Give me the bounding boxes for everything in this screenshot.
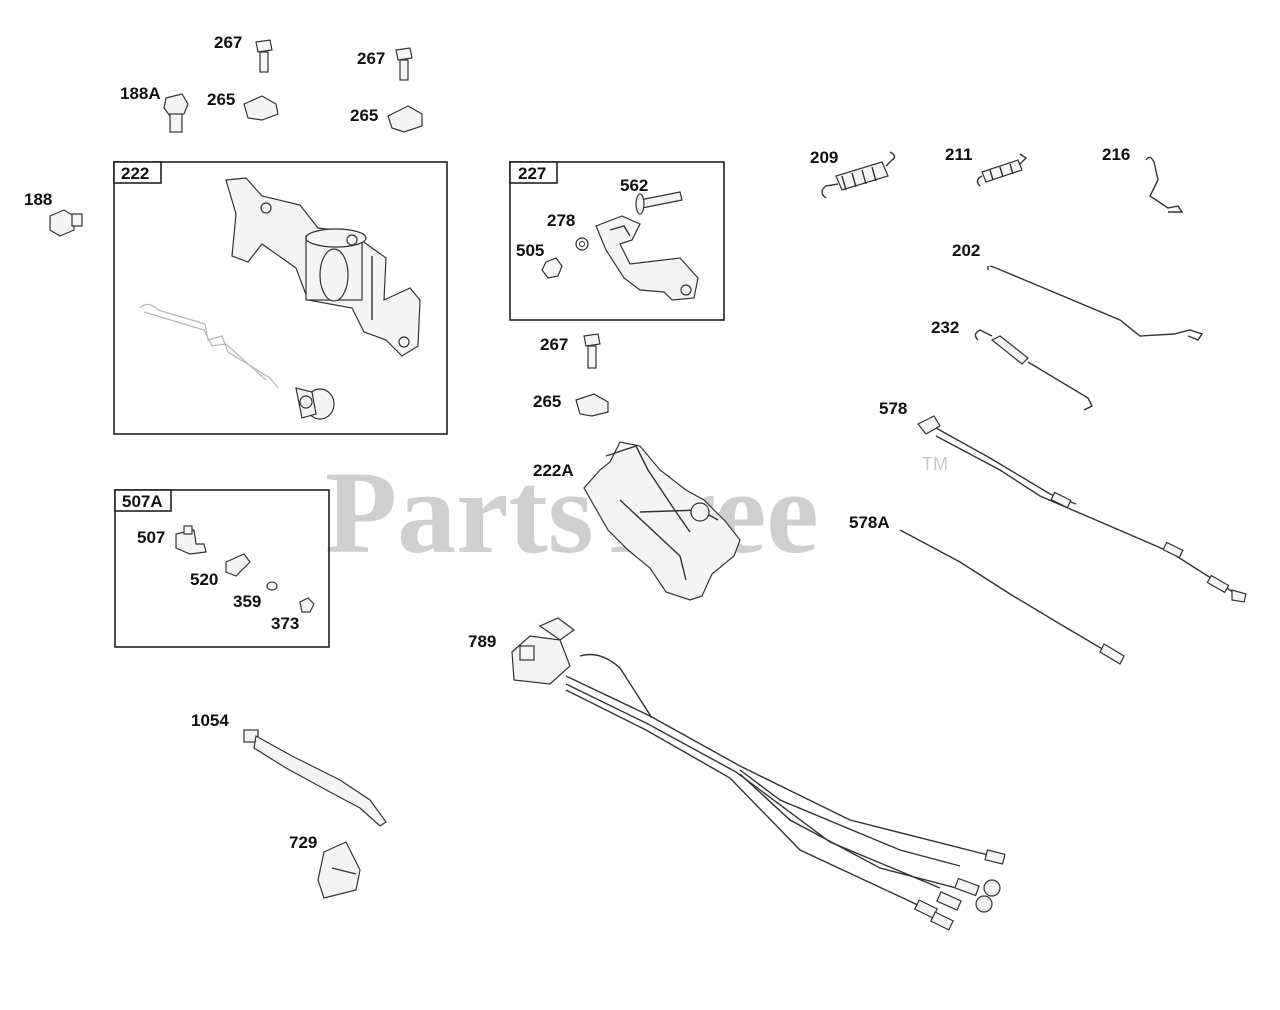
- part-222A-control-plate: [583, 441, 741, 601]
- part-232-spring: [974, 329, 1093, 411]
- label-562: 562: [620, 176, 648, 195]
- watermark: PartsTree: [325, 447, 819, 578]
- part-267-screw-c: [583, 333, 601, 369]
- label-789: 789: [468, 632, 496, 651]
- part-227-bracket: [595, 215, 699, 301]
- label-267: 267: [214, 33, 242, 52]
- label-505: 505: [516, 241, 544, 260]
- label-188: 188: [24, 190, 52, 209]
- watermark-trademark: TM: [922, 454, 948, 474]
- label-202: 202: [952, 241, 980, 260]
- part-222-wire: [139, 303, 279, 389]
- part-211-spring: [976, 153, 1028, 187]
- part-789-wiring-harness: [511, 617, 1006, 931]
- part-1054-cable-tie: [243, 729, 387, 827]
- label-578A: 578A: [849, 513, 890, 532]
- part-562-pin: [635, 191, 683, 215]
- part-265-clip-c: [575, 393, 609, 417]
- part-520-bracket: [225, 553, 251, 577]
- label-232: 232: [931, 318, 959, 337]
- box-222: 222: [113, 161, 448, 435]
- part-188-nut: [49, 209, 83, 237]
- label-211: 211: [945, 145, 972, 164]
- label-265: 265: [207, 90, 235, 109]
- part-359-washer: [266, 581, 278, 591]
- label-1054: 1054: [191, 711, 229, 730]
- part-188A-bolt: [163, 93, 189, 133]
- label-222A: 222A: [533, 461, 574, 480]
- label-216: 216: [1102, 145, 1130, 164]
- label-359: 359: [233, 592, 261, 611]
- box-label-222: 222: [121, 164, 149, 183]
- label-267: 267: [540, 335, 568, 354]
- label-209: 209: [810, 148, 838, 167]
- label-265: 265: [350, 106, 378, 125]
- label-520: 520: [190, 570, 218, 589]
- label-265: 265: [533, 392, 561, 411]
- box-label-507A: 507A: [122, 492, 163, 511]
- part-373-nut: [299, 597, 315, 613]
- box-227: 227: [509, 161, 725, 321]
- part-202-rod: [987, 265, 1204, 341]
- box-label-227: 227: [518, 164, 546, 183]
- part-265-clip-b: [387, 105, 423, 133]
- label-373: 373: [271, 614, 299, 633]
- part-267-screw-b: [395, 47, 413, 81]
- part-578-cable: [917, 415, 1247, 603]
- box-507A: 507A: [114, 489, 330, 648]
- label-729: 729: [289, 833, 317, 852]
- label-507: 507: [137, 528, 165, 547]
- label-278: 278: [547, 211, 575, 230]
- label-267: 267: [357, 49, 385, 68]
- part-222-knob: [295, 387, 335, 420]
- part-729-boot: [317, 841, 361, 899]
- part-578A-cable: [899, 529, 1125, 665]
- part-209-spring: [821, 151, 896, 199]
- part-265-clip-a: [243, 95, 279, 121]
- label-188A: 188A: [120, 84, 161, 103]
- part-507-switch: [175, 525, 207, 555]
- label-578: 578: [879, 399, 907, 418]
- part-278-washer: [575, 237, 589, 251]
- part-267-screw-a: [255, 39, 273, 73]
- part-216-rod: [1145, 156, 1184, 213]
- part-222-bracket: [225, 177, 421, 357]
- part-505-nut: [541, 257, 563, 279]
